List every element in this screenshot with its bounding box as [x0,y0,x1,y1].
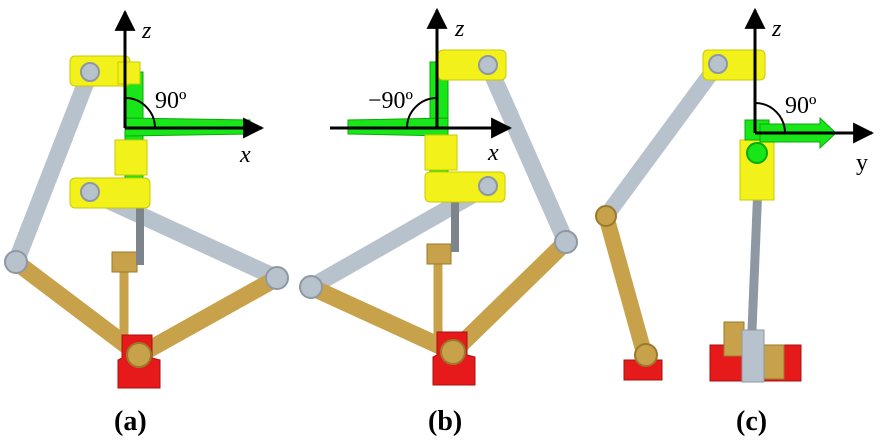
gold-link [302,278,462,361]
angle-arc [754,102,786,134]
joint [4,250,28,274]
gray-link [479,56,575,251]
panel-b: z x −90º (b) [299,7,578,437]
x-axis-label: x [487,140,499,166]
angle-arc [406,97,438,129]
panel-a: z x 90º (a) [4,9,289,437]
gold-block [723,321,745,357]
panel-label: (c) [736,406,767,437]
joint [440,339,466,365]
joint [299,275,323,299]
gold-block [111,251,138,273]
green-joint [746,142,768,164]
gold-block [426,243,452,265]
gold-link [444,233,575,361]
joint [554,230,578,254]
gold-block [763,344,785,380]
joint [265,266,289,290]
joint [478,55,498,75]
yellow-block [424,134,458,171]
yellow-block [117,61,141,85]
panel-c: z y 90º (c) [595,7,875,437]
yellow-block [114,139,148,176]
joint [708,54,728,74]
gray-link [7,63,99,271]
z-axis-label: z [771,16,782,42]
joint [126,342,152,368]
angle-label: 90º [155,88,187,114]
joint [80,62,100,82]
gray-link [747,184,763,331]
angle-label: 90º [785,93,817,119]
panel-label: (b) [428,406,462,437]
joint [80,182,100,202]
gold-link [598,208,654,368]
x-axis-label: x [239,142,251,168]
z-axis-label: z [141,18,152,44]
z-axis-label: z [454,16,465,42]
joint [634,343,658,367]
joint [595,205,617,227]
y-axis-label: y [856,150,868,176]
gold-link [7,253,148,364]
gray-block [741,329,765,383]
angle-arc [124,97,156,129]
joint [478,176,498,196]
angle-label: −90º [368,88,414,114]
gray-link [598,56,726,224]
panel-label: (a) [114,406,147,437]
gold-link [130,269,286,364]
